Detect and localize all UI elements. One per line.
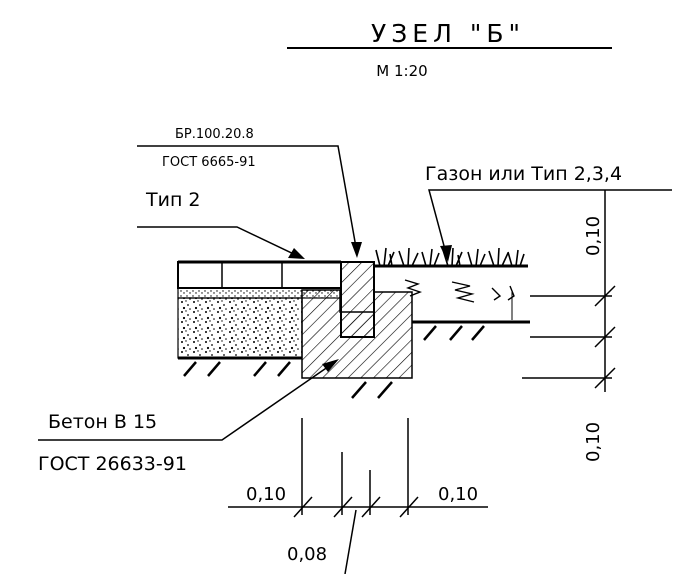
soil-marks — [404, 279, 515, 303]
lawn-leader-arrow — [440, 245, 452, 262]
paving-tiles — [177, 260, 342, 289]
curb-leader — [137, 145, 358, 254]
right-dimension — [522, 190, 616, 392]
concrete-gost-label: ГОСТ 26633-91 — [38, 453, 187, 475]
concrete-leader — [38, 361, 336, 441]
sand-layer — [177, 287, 342, 299]
curb-gost-label: ГОСТ 6665-91 — [162, 155, 256, 170]
drawing-scale: М 1:20 — [376, 62, 427, 80]
lawn-leader — [428, 189, 672, 258]
concrete-label: Бетон В 15 — [48, 411, 157, 433]
lawn-label: Газон или Тип 2,3,4 — [425, 163, 622, 185]
crushed-stone-layer — [177, 297, 303, 359]
bottom-height-dimension: 0,10 — [583, 422, 604, 462]
curb-code-label: БР.100.20.8 — [175, 127, 254, 142]
bottom-dimension — [228, 418, 488, 574]
ground-ticks-right — [423, 325, 485, 341]
paving-type-label: Тип 2 — [145, 189, 201, 211]
drawing-title: УЗЕЛ "Б" — [371, 19, 525, 48]
top-height-dimension: 0,10 — [583, 216, 604, 256]
curb-stone — [340, 261, 375, 338]
left-width-dimension: 0,10 — [246, 484, 286, 505]
right-width-dimension: 0,10 — [438, 484, 478, 505]
paving-leader-arrow — [288, 248, 305, 259]
paving-leader — [137, 226, 301, 258]
ground-ticks-left — [183, 361, 393, 399]
curb-leader-arrow — [351, 242, 362, 258]
middle-width-dimension: 0,08 — [287, 544, 327, 565]
grass-tufts — [375, 247, 525, 267]
